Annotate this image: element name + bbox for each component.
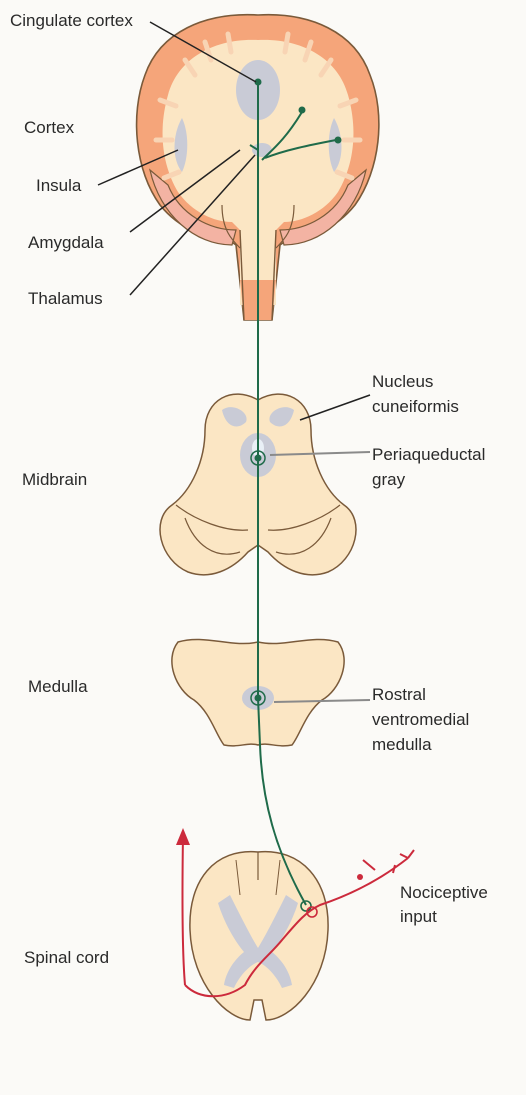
- label-periaqueductal-line1: Periaqueductal: [372, 445, 485, 464]
- label-nucleus-cuneiformis-line1: Nucleus: [372, 372, 433, 391]
- label-cingulate-cortex: Cingulate cortex: [10, 11, 133, 30]
- ascending-tract: [182, 835, 185, 985]
- label-spinal-cord: Spinal cord: [24, 948, 109, 967]
- label-nucleus-cuneiformis-line2: cuneiformis: [372, 397, 459, 416]
- label-nociceptive-line2: input: [400, 907, 437, 926]
- label-medulla: Medulla: [28, 677, 88, 696]
- leader-nucleus-cuneiformis: [300, 395, 370, 420]
- ascending-arrow-head: [176, 828, 190, 845]
- label-amygdala: Amygdala: [28, 233, 104, 252]
- label-periaqueductal-line2: gray: [372, 470, 406, 489]
- label-rvm-line1: Rostral: [372, 685, 426, 704]
- nociceptive-receptor-dot: [357, 874, 363, 880]
- label-rvm-line2: ventromedial: [372, 710, 469, 729]
- thalamus-region: [252, 143, 272, 157]
- label-cortex: Cortex: [24, 118, 75, 137]
- label-nociceptive-line1: Nociceptive: [400, 883, 488, 902]
- label-rvm-line3: medulla: [372, 735, 432, 754]
- label-thalamus: Thalamus: [28, 289, 103, 308]
- spinal-cord-section: [190, 852, 328, 1020]
- spinal-cord-outline: [190, 852, 328, 1020]
- label-insula: Insula: [36, 176, 82, 195]
- label-midbrain: Midbrain: [22, 470, 87, 489]
